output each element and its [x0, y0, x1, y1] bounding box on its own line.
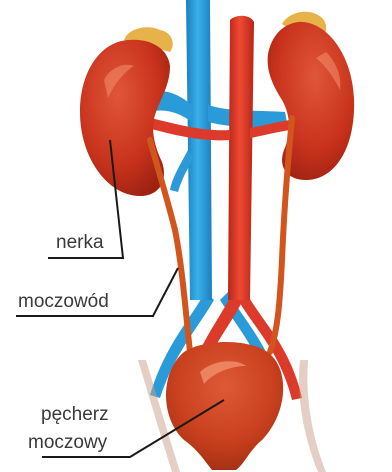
vena-cava — [186, 0, 212, 300]
label-kidney: nerka — [56, 232, 104, 254]
ureter-right — [270, 118, 292, 352]
kidney-right — [268, 22, 355, 180]
aorta — [228, 16, 254, 300]
label-bladder-line1: pęcherz — [41, 404, 109, 426]
bladder — [166, 342, 283, 470]
label-bladder-line2: moczowy — [28, 432, 107, 454]
label-ureter: moczowód — [18, 291, 109, 313]
